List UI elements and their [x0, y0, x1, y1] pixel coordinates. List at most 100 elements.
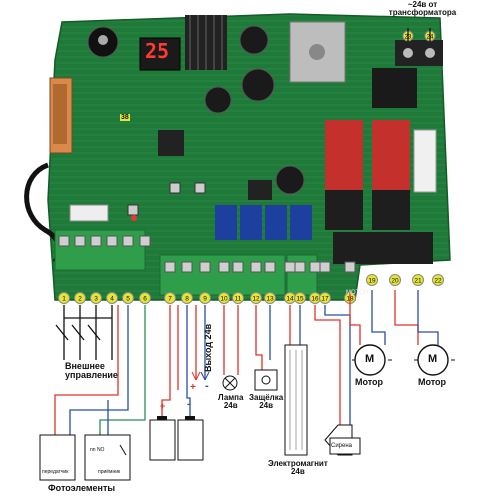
- terminal-number-circle-21: [412, 274, 424, 286]
- relay-small-1: [215, 205, 237, 240]
- capacitor-2: [239, 25, 269, 55]
- photocell-transmitter: [39, 434, 76, 481]
- terminal-screw-12: [250, 261, 262, 273]
- capacitor-3: [204, 86, 232, 114]
- terminal-screw-6: [139, 235, 151, 247]
- terminal-screw-17: [319, 261, 331, 273]
- terminal-number-20: 20: [391, 278, 399, 285]
- button-1: [169, 182, 181, 194]
- output-minus-label: -: [205, 380, 209, 392]
- motor-2-M: M: [428, 353, 438, 365]
- motor-1-M: M: [365, 353, 375, 365]
- marker-38: 38: [120, 114, 130, 122]
- external-control-label: Внешнее управление: [65, 361, 118, 381]
- button-2: [194, 182, 206, 194]
- terminal-number-circle-12: [250, 292, 262, 304]
- terminal-number-7: 7: [168, 296, 172, 303]
- terminal-number-circle-19: [366, 274, 378, 286]
- terminal-number-circle-13: [264, 292, 276, 304]
- terminal-screw-14: [284, 261, 296, 273]
- top-screw-2: [425, 48, 435, 58]
- receiver-no-label: nn NO: [90, 447, 105, 453]
- dark-relay: [372, 68, 417, 108]
- terminal-screw-18: [344, 261, 356, 273]
- terminal-number-circle-22: [432, 274, 444, 286]
- battery-plus-label: +: [160, 401, 166, 411]
- terminal-number-circle-20: [389, 274, 401, 286]
- electromagnet-label: Электромагнит 24в: [268, 459, 328, 477]
- white-connector: [69, 204, 109, 222]
- terminal-number-circle-1: [58, 292, 70, 304]
- terminal-screws: [58, 235, 356, 273]
- terminal-number-11: 11: [235, 296, 242, 303]
- terminal-number-circle-10: [218, 292, 230, 304]
- relay-small-2: [240, 205, 262, 240]
- rectifier-hole: [309, 44, 325, 60]
- terminal-screw-5: [122, 235, 134, 247]
- terminal-number-circle-6: [139, 292, 151, 304]
- terminal-screw-8: [181, 261, 193, 273]
- terminal-number-21: 21: [414, 278, 422, 285]
- capacitor-4: [241, 68, 275, 102]
- relay-small-3: [265, 205, 287, 240]
- battery-minus-label: -: [187, 399, 191, 410]
- terminal-screw-15: [294, 261, 306, 273]
- battery-1: [149, 419, 176, 461]
- latch-label: Защёлка 24в: [249, 393, 284, 411]
- motor-2-label: Мотор: [418, 377, 447, 387]
- terminal-number-13: 13: [266, 296, 274, 303]
- terminal-screw-2: [74, 235, 86, 247]
- arrow-minus: [200, 371, 210, 381]
- output-plus-label: +: [190, 382, 196, 393]
- button-3: [127, 204, 139, 216]
- battery-1-terminal: [157, 416, 167, 420]
- terminal-number-9: 9: [203, 296, 207, 303]
- capacitor-1-top: [98, 35, 108, 45]
- terminal-number-19: 19: [368, 278, 376, 285]
- terminal-number-circle-2: [74, 292, 86, 304]
- terminal-number-5: 5: [126, 296, 130, 303]
- terminal-number-circle-9: [199, 292, 211, 304]
- motor-1-label: Мотор: [355, 377, 384, 387]
- siren-label: Сирена: [331, 443, 353, 449]
- terminal-number-circle-4: [106, 292, 118, 304]
- board-display-digits: 25: [145, 39, 170, 63]
- switch-contacts: [55, 324, 101, 341]
- terminal-number-1: 1: [62, 296, 66, 303]
- seven-segment-display: [139, 37, 181, 71]
- terminal-screw-9: [199, 261, 211, 273]
- wires: [54, 28, 439, 435]
- terminal-number-10: 10: [220, 296, 228, 303]
- terminal-screw-4: [106, 235, 118, 247]
- transmitter-label: передатчик: [42, 469, 69, 475]
- receiver-label: приёмник: [98, 469, 121, 475]
- terminal-screw-16: [309, 261, 321, 273]
- battery-2: [177, 419, 204, 461]
- photocells-label: Фотоэлементы: [48, 483, 116, 493]
- terminal-number-12: 12: [252, 296, 260, 303]
- terminal-number-circle-7: [164, 292, 176, 304]
- receiver-contact: [119, 444, 127, 456]
- relay-small-4: [290, 205, 312, 240]
- terminal-screw-11: [232, 261, 244, 273]
- terminal-number-circle-8: [181, 292, 193, 304]
- terminal-screw-1: [58, 235, 70, 247]
- fuse-body: [53, 84, 67, 144]
- led-red: [131, 215, 137, 221]
- terminal-number-17: 17: [321, 296, 329, 303]
- driver-chip: [248, 180, 272, 200]
- mosfet-block-2: [372, 190, 410, 230]
- board-motor-label: MOTOR: [346, 290, 369, 296]
- terminal-screw-10: [218, 261, 230, 273]
- terminal-number-3: 3: [94, 296, 98, 303]
- terminal-number-22: 22: [434, 278, 442, 285]
- terminal-number-16: 16: [311, 296, 319, 303]
- terminal-block-b: [159, 254, 286, 296]
- lamp-cross: [224, 377, 236, 389]
- transformer-label: ~24в от трансформатора: [388, 0, 457, 18]
- terminal-number-circle-17: [319, 292, 331, 304]
- terminal-screw-7: [164, 261, 176, 273]
- motor-terminal-block: [333, 232, 433, 264]
- photocell-receiver: [84, 434, 131, 481]
